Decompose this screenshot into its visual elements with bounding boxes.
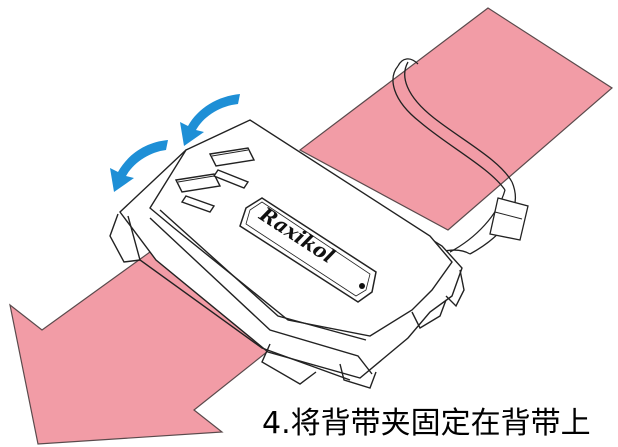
step-caption: 4.将背带夹固定在背带上 <box>262 406 591 441</box>
curved-arrow-icon <box>110 94 240 192</box>
strap-upper <box>298 7 613 231</box>
cord-stopper <box>489 197 529 241</box>
logo-dot <box>359 283 365 289</box>
